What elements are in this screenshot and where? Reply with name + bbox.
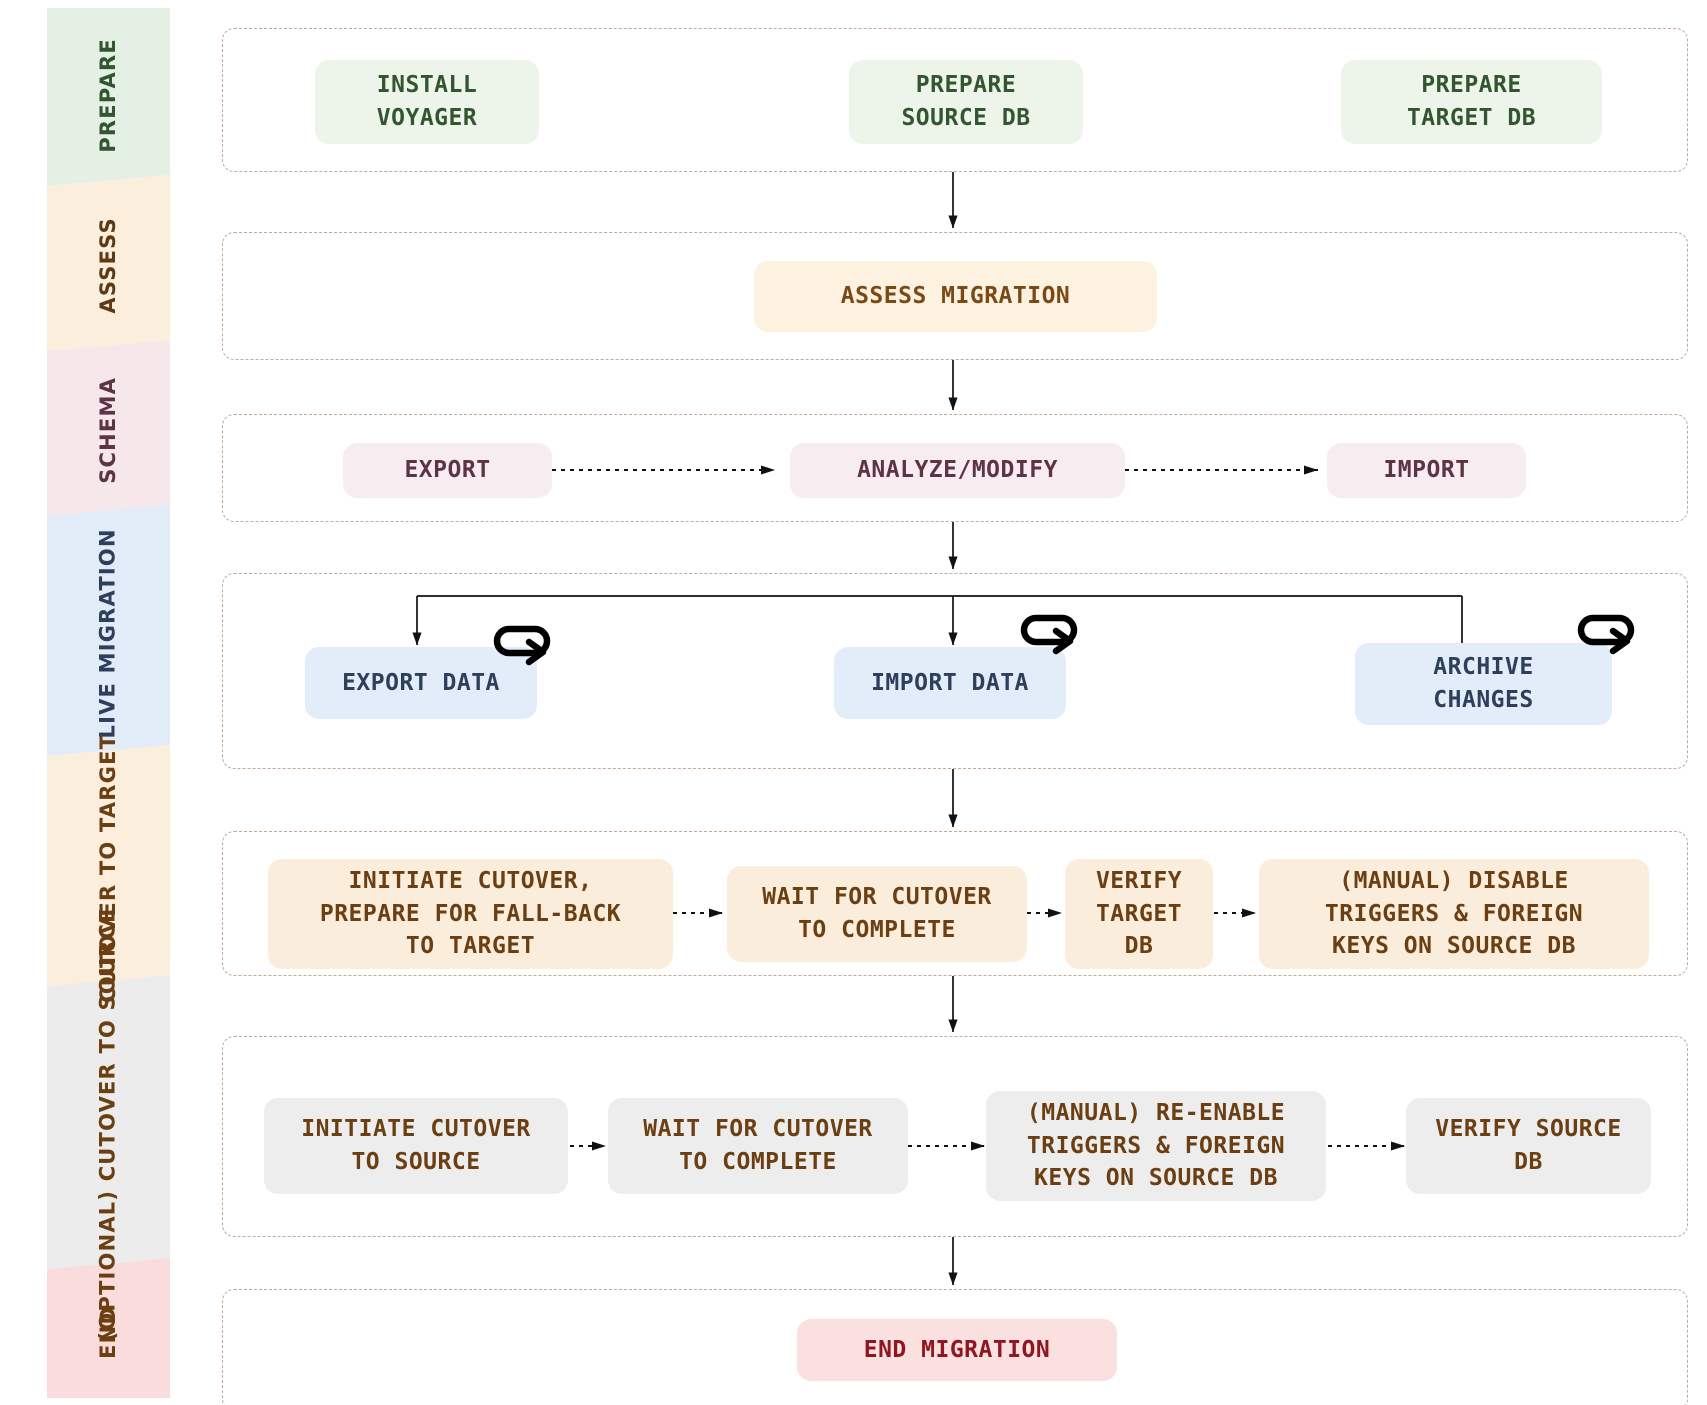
stage-label-assess: ASSESS <box>47 183 170 348</box>
node-schema-export[interactable]: EXPORT <box>343 443 552 498</box>
stage-label-optional: (OPTIONAL) CUTOVER TO SOURCE <box>47 907 170 1341</box>
node-assess-migration[interactable]: ASSESS MIGRATION <box>754 261 1157 332</box>
node-reenable-triggers-source-db[interactable]: (MANUAL) RE-ENABLE TRIGGERS & FOREIGN KE… <box>986 1091 1326 1201</box>
stage-band-end <box>47 1258 170 1398</box>
node-verify-target-db[interactable]: VERIFY TARGET DB <box>1065 859 1213 969</box>
node-end-migration[interactable]: END MIGRATION <box>797 1319 1117 1381</box>
node-schema-import[interactable]: IMPORT <box>1327 443 1526 498</box>
stage-band-assess <box>47 175 170 351</box>
repeat-loop-icon-archive-changes <box>1577 614 1635 655</box>
repeat-loop-icon-export-data <box>493 625 551 666</box>
node-import-data[interactable]: IMPORT DATA <box>834 647 1066 719</box>
row-container-assess <box>222 232 1688 360</box>
row-container-prepare <box>222 28 1688 172</box>
row-container-schema <box>222 414 1688 522</box>
row-container-live <box>222 573 1688 769</box>
node-export-data[interactable]: EXPORT DATA <box>305 647 537 719</box>
stage-label-live-text: LIVE MIGRATION <box>96 527 121 739</box>
stage-band-live <box>47 505 170 756</box>
stage-label-schema: SCHEMA <box>47 348 170 513</box>
row-container-optional <box>222 1036 1688 1237</box>
node-verify-source-db[interactable]: VERIFY SOURCE DB <box>1406 1098 1651 1194</box>
node-initiate-cutover-target[interactable]: INITIATE CUTOVER, PREPARE FOR FALL-BACK … <box>268 859 673 969</box>
stage-band-schema <box>47 340 170 516</box>
stage-label-end-text: END <box>96 1305 121 1359</box>
node-disable-triggers-source-db[interactable]: (MANUAL) DISABLE TRIGGERS & FOREIGN KEYS… <box>1259 859 1649 969</box>
node-install-voyager[interactable]: INSTALL VOYAGER <box>315 60 539 144</box>
stage-label-live: LIVE MIGRATION <box>47 513 170 753</box>
node-wait-cutover-source[interactable]: WAIT FOR CUTOVER TO COMPLETE <box>608 1098 908 1194</box>
stage-label-schema-text: SCHEMA <box>96 377 121 484</box>
stage-label-assess-text: ASSESS <box>96 217 121 314</box>
node-wait-cutover-target[interactable]: WAIT FOR CUTOVER TO COMPLETE <box>727 866 1027 962</box>
node-archive-changes[interactable]: ARCHIVE CHANGES <box>1355 643 1612 725</box>
node-schema-analyze-modify[interactable]: ANALYZE/MODIFY <box>790 443 1125 498</box>
node-prepare-source-db[interactable]: PREPARE SOURCE DB <box>849 60 1083 144</box>
row-container-cutover <box>222 831 1688 976</box>
node-prepare-target-db[interactable]: PREPARE TARGET DB <box>1341 60 1602 144</box>
stage-band-cutover <box>47 745 170 986</box>
stage-label-prepare: PREPARE <box>47 8 170 183</box>
stage-label-prepare-text: PREPARE <box>96 38 121 153</box>
stage-label-end: END <box>47 1266 170 1398</box>
node-initiate-cutover-source[interactable]: INITIATE CUTOVER TO SOURCE <box>264 1098 568 1194</box>
stage-band-optional <box>47 975 170 1269</box>
stage-rail: PREPARE ASSESS SCHEMA LIVE MIGRATION CUT… <box>47 0 170 1405</box>
repeat-loop-icon-import-data <box>1020 614 1078 655</box>
row-container-end <box>222 1289 1688 1405</box>
stage-band-shapes <box>47 8 170 1398</box>
stage-band-prepare <box>47 8 170 186</box>
